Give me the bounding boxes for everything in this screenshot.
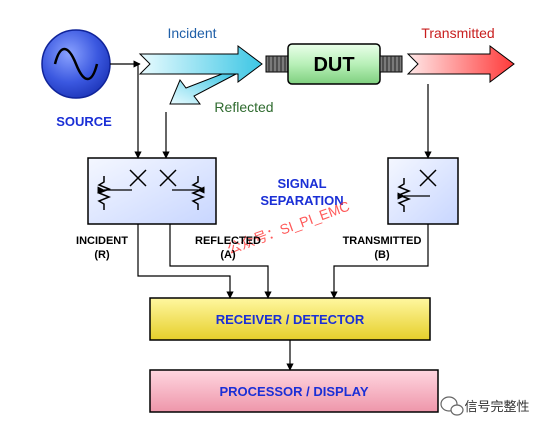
- incident-port-sub: (R): [94, 249, 110, 261]
- reflected-arrow: [169, 73, 237, 105]
- separation-box-right: [387, 157, 459, 225]
- signal-separation-label-line2: SEPARATION: [260, 193, 343, 208]
- source-label: SOURCE: [56, 114, 112, 129]
- signal-separation-label-line1: SIGNAL: [277, 176, 326, 191]
- sine-wave-icon: [53, 47, 99, 81]
- reflected-port-label: REFLECTED: [195, 235, 261, 247]
- reflected-port-sub: (A): [220, 249, 236, 261]
- wechat-caption: 信号完整性: [464, 399, 529, 414]
- resistor-icon: [190, 176, 206, 210]
- processor-display-label: PROCESSOR / DISPLAY: [219, 384, 368, 399]
- receiver-detector-label: RECEIVER / DETECTOR: [216, 312, 365, 327]
- wechat-icon: [440, 396, 464, 416]
- source-symbol: [41, 29, 111, 99]
- transmitted-port-label: TRANSMITTED: [343, 235, 422, 247]
- separation-box-left: [87, 157, 217, 225]
- incident-arrow-label: Incident: [167, 25, 216, 41]
- dut-label: DUT: [313, 54, 354, 76]
- incident-port-label: INCIDENT: [76, 235, 128, 247]
- incident-arrow: [138, 45, 263, 83]
- transmitted-arrow-label: Transmitted: [421, 25, 494, 41]
- reflected-arrow-label: Reflected: [214, 99, 273, 115]
- transmitted-port-sub: (B): [374, 249, 390, 261]
- transmitted-arrow: [406, 45, 515, 83]
- receiver-detector-block: [149, 297, 431, 341]
- processor-display-block: [149, 369, 439, 413]
- signal-routing-lines: [137, 224, 429, 299]
- dut-block: [265, 43, 403, 85]
